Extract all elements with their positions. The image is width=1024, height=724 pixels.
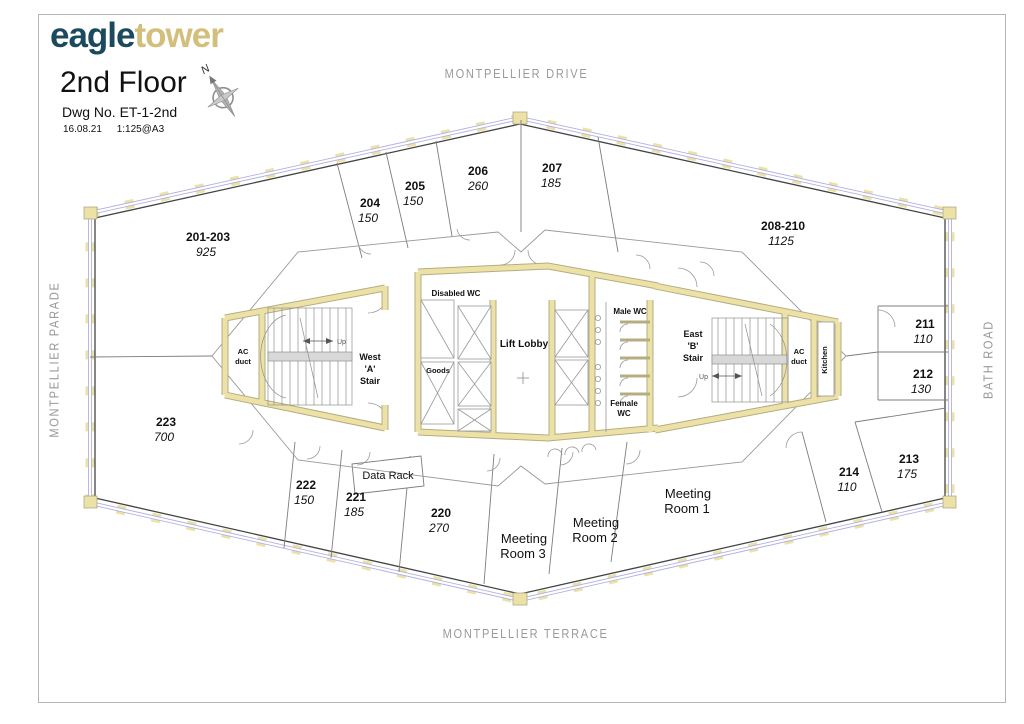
east-stair — [711, 317, 789, 403]
room-area: 925 — [196, 245, 216, 259]
east-stair-label: East — [683, 329, 702, 339]
drawing-meta: 16.08.21 1:125@A3 — [63, 124, 176, 135]
up-label-east: Up — [699, 374, 708, 381]
room-area: 150 — [294, 493, 314, 507]
meeting-room-label: Room 2 — [572, 530, 618, 545]
core-walls — [221, 262, 842, 442]
room-number: 208-210 — [761, 219, 805, 233]
male-wc-label: Male WC — [613, 307, 647, 316]
logo-eagle: eagle — [50, 16, 135, 55]
drawing-number: Dwg No. ET-1-2nd — [62, 104, 178, 120]
room-area: 150 — [358, 211, 378, 225]
street-label-montpellier-terrace: MONTPELLIER TERRACE — [442, 626, 609, 641]
lift-lobby-label: Lift Lobby — [500, 339, 549, 350]
lobby-centre-mark — [517, 372, 529, 384]
meeting-room-labels: Meeting Room 1 Meeting Room 2 Meeting Ro… — [500, 486, 711, 561]
room-area: 130 — [911, 382, 931, 396]
east-stair-label: Stair — [683, 353, 704, 363]
room-number: 207 — [542, 161, 562, 175]
room-number: 214 — [839, 465, 859, 479]
room-number: 211 — [915, 317, 935, 331]
room-number: 201-203 — [186, 230, 230, 244]
building-perimeter — [83, 111, 957, 606]
west-stair-label: 'A' — [365, 364, 376, 374]
sheet-border — [38, 14, 1006, 703]
room-area: 110 — [913, 332, 932, 346]
room-number: 222 — [296, 478, 316, 492]
west-stair — [260, 307, 353, 406]
room-number: 206 — [468, 164, 488, 178]
lift-shafts — [420, 299, 835, 432]
female-wc-label: Female — [610, 399, 638, 408]
female-wc-label: WC — [617, 409, 631, 418]
ac-duct-west-label: AC — [238, 347, 249, 356]
room-area: 185 — [541, 176, 561, 190]
room-area: 150 — [403, 194, 423, 208]
partition-walls — [89, 120, 948, 585]
room-number: 213 — [899, 452, 919, 466]
goods-lift-label: Goods — [426, 366, 450, 375]
north-arrow-icon: N — [199, 62, 239, 117]
kitchen-label: Kitchen — [820, 346, 829, 374]
up-label-west: Up — [337, 339, 346, 346]
east-stair-label: 'B' — [688, 341, 699, 351]
room-number: 221 — [346, 490, 366, 504]
data-rack-label: Data Rack — [362, 470, 414, 482]
room-number: 204 — [360, 196, 380, 210]
ac-duct-east-label: AC — [794, 347, 805, 356]
room-number: 223 — [156, 415, 176, 429]
room-area: 700 — [154, 430, 174, 444]
room-labels: 201-203 925 204 150 205 150 206 260 207 … — [154, 161, 935, 535]
street-label-montpellier-drive: MONTPELLIER DRIVE — [444, 66, 589, 81]
room-number: 212 — [913, 367, 933, 381]
page-title: 2nd Floor — [60, 66, 187, 99]
core-labels: Disabled WC Lift Lobby Goods Male WC Fem… — [235, 289, 829, 482]
wc-cubicle-stubs — [620, 320, 650, 396]
meeting-room-label: Room 3 — [500, 546, 546, 561]
meeting-room-label: Meeting — [501, 531, 547, 546]
logo: eagletower — [50, 16, 224, 56]
room-area: 1125 — [768, 234, 794, 248]
drawing-date: 16.08.21 — [63, 124, 102, 135]
west-stair-label: West — [359, 352, 380, 362]
disabled-wc-label: Disabled WC — [432, 289, 481, 298]
ac-duct-west-label: duct — [235, 357, 251, 366]
room-area: 260 — [467, 179, 488, 193]
room-number: 220 — [431, 506, 451, 520]
room-area: 185 — [344, 505, 364, 519]
ac-duct-east-label: duct — [791, 357, 807, 366]
west-stair-label: Stair — [360, 376, 381, 386]
room-number: 205 — [405, 179, 425, 193]
meeting-room-label: Meeting — [573, 515, 619, 530]
drawing-scale: 1:125@A3 — [116, 124, 165, 135]
north-label: N — [199, 62, 212, 76]
room-area: 270 — [428, 521, 449, 535]
meeting-room-label: Meeting — [665, 486, 711, 501]
room-area: 175 — [897, 467, 917, 481]
kitchen-strip — [817, 321, 835, 397]
corner-columns — [83, 111, 957, 606]
logo-tower: tower — [134, 16, 224, 55]
wc-basins — [595, 302, 629, 432]
room-area: 110 — [837, 480, 856, 494]
meeting-room-label: Room 1 — [664, 501, 710, 516]
